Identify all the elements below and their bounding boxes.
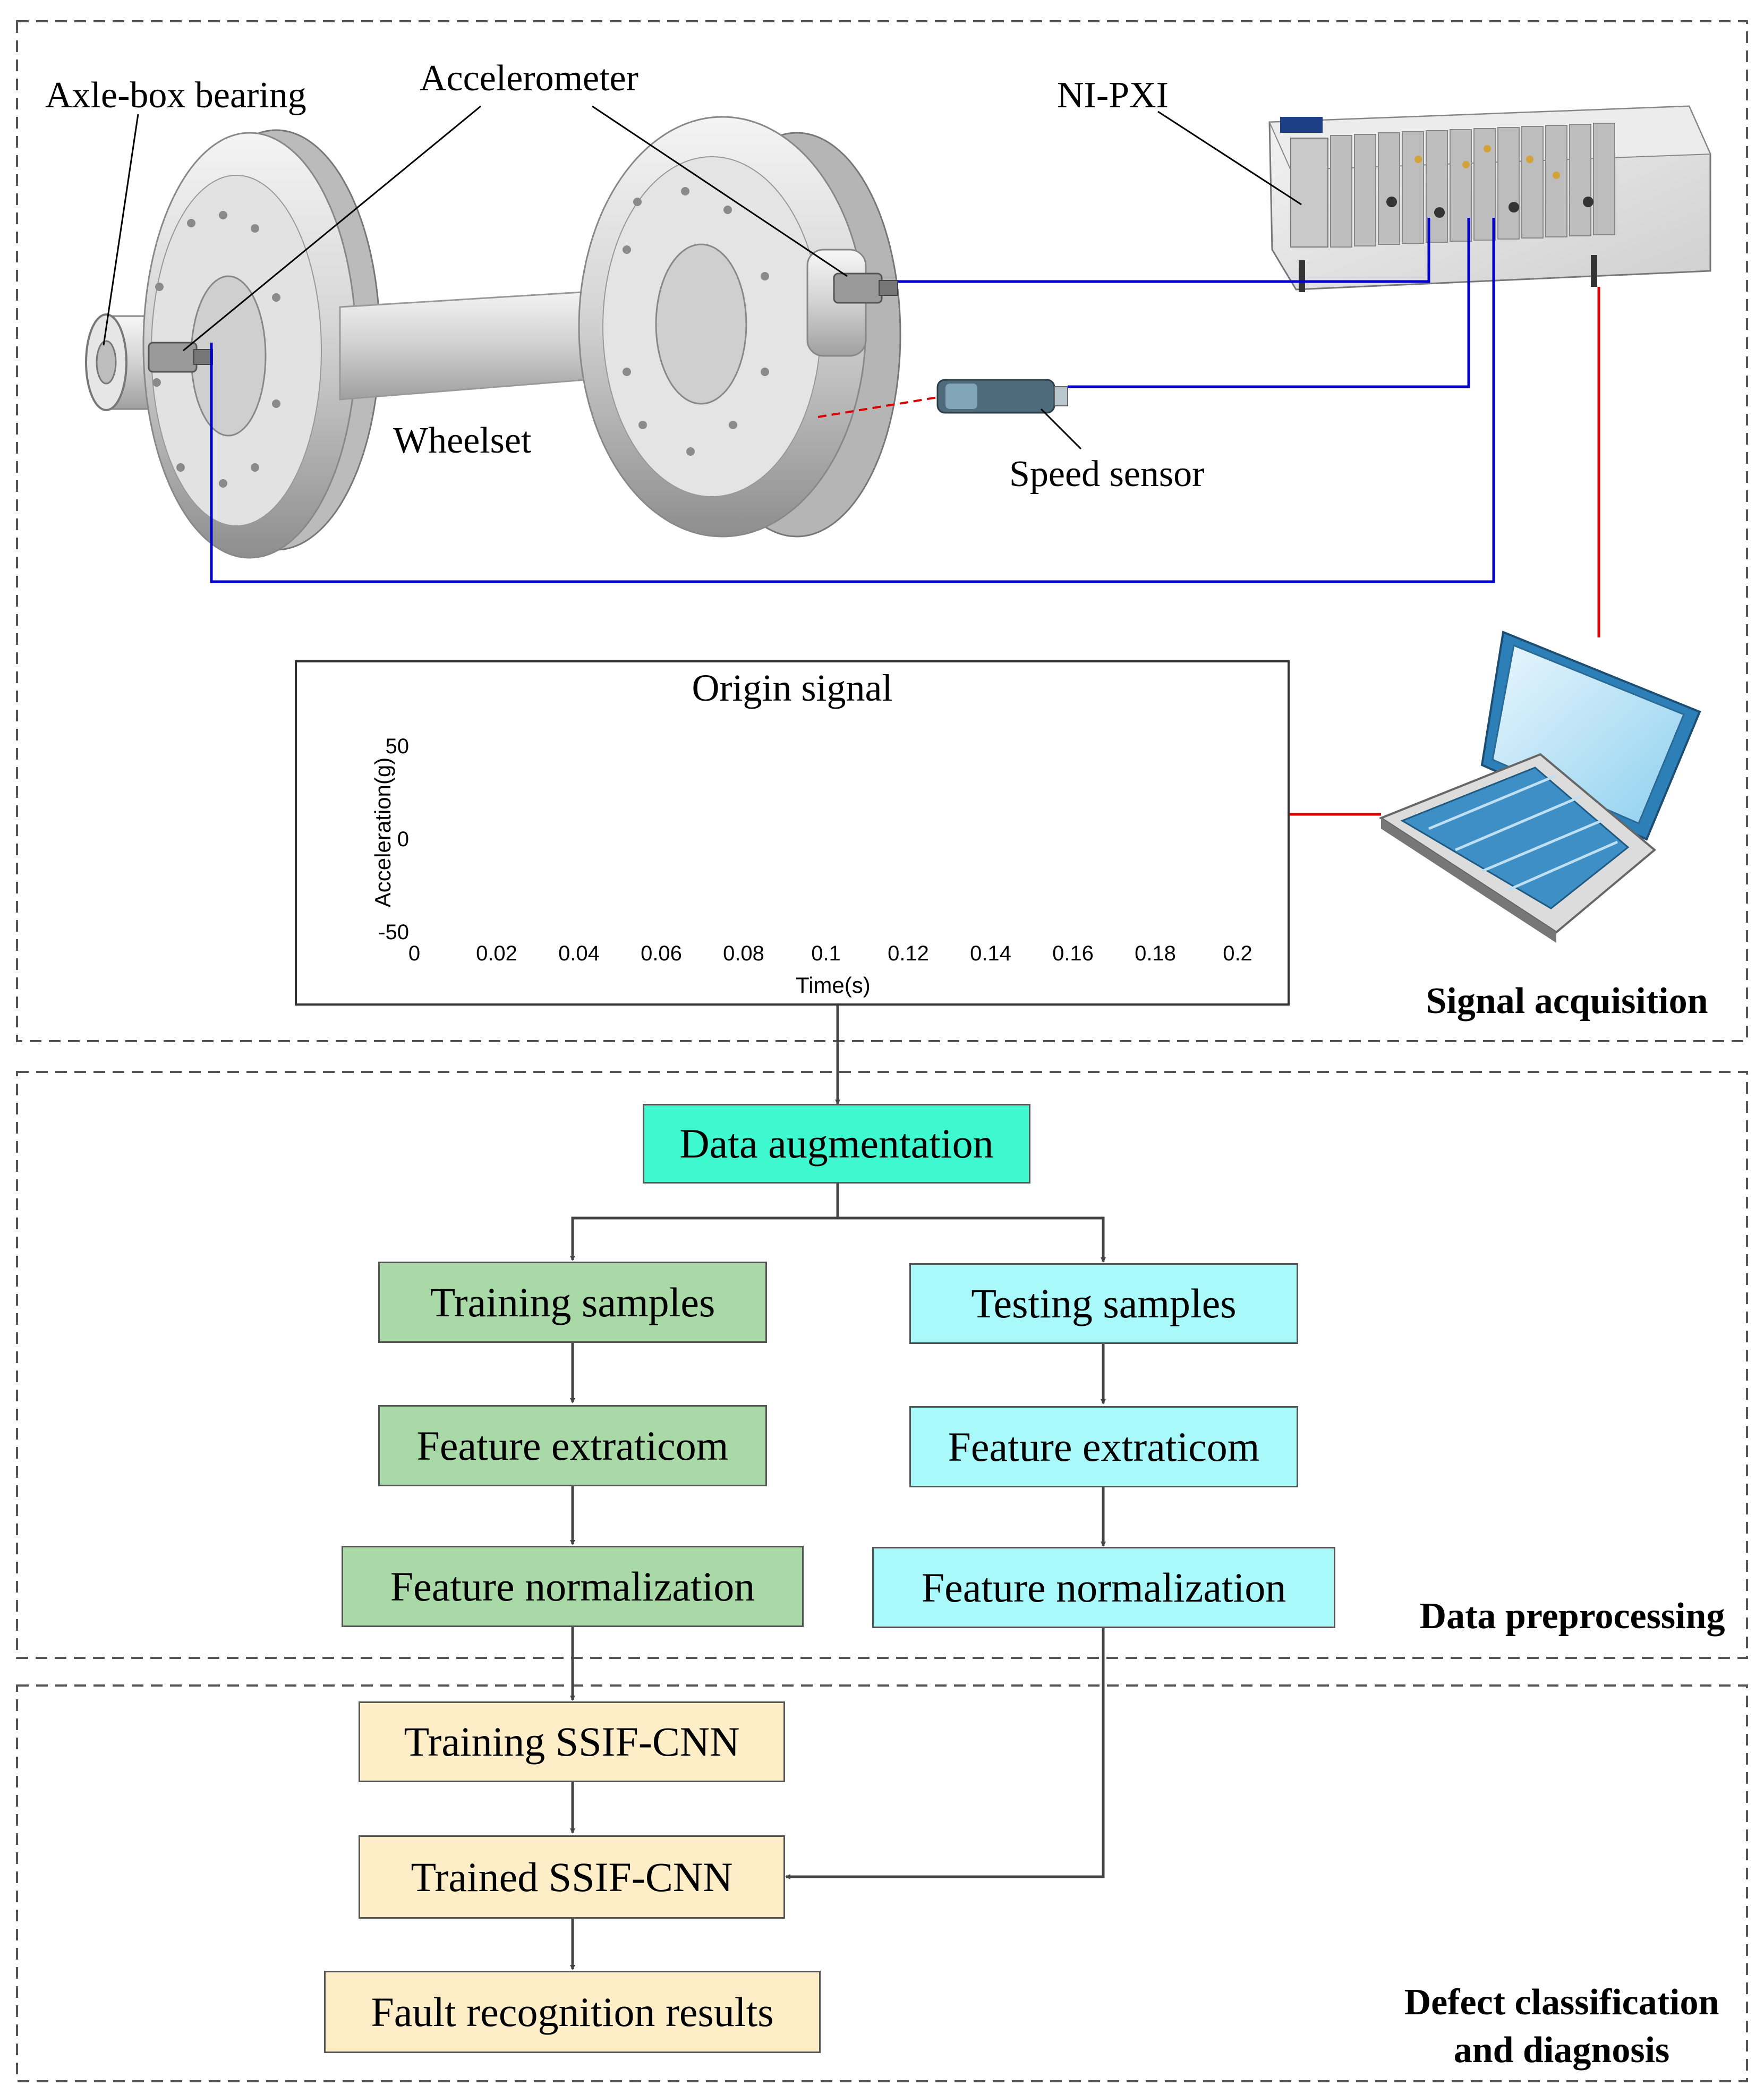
x-tick-label: 0.14 <box>970 942 1011 965</box>
x-tick-label: 0.06 <box>641 942 682 965</box>
ni-pxi-label: NI-PXI <box>1057 75 1169 116</box>
fault-recognition-results-box: Fault recognition results <box>324 1971 821 2053</box>
x-tick-label: 0.08 <box>723 942 764 965</box>
defect-classification-title-line1: Defect classification <box>1404 1982 1719 2023</box>
x-tick-label: 0.2 <box>1223 942 1252 965</box>
data-augmentation-box: Data augmentation <box>643 1104 1030 1184</box>
x-tick-label: 0.16 <box>1052 942 1094 965</box>
axle-box-bearing-label: Axle-box bearing <box>45 75 306 116</box>
origin-signal-panel <box>295 660 1290 1006</box>
leader-lines <box>103 105 1302 450</box>
training-samples-box: Training samples <box>378 1262 767 1343</box>
training-ssif-cnn-box: Training SSIF-CNN <box>359 1701 785 1782</box>
x-tick-label: 0.12 <box>888 942 929 965</box>
data-preprocessing-title: Data preprocessing <box>1419 1596 1725 1637</box>
feature-extraction-test-box: Feature extraticom <box>909 1406 1298 1487</box>
y-tick-label: 50 <box>385 735 410 758</box>
signal-acquisition-frame <box>16 20 1748 1042</box>
accelerometer-right-icon <box>833 273 898 304</box>
plot-title: Origin signal <box>692 667 893 709</box>
signal-acquisition-title: Signal acquisition <box>1426 981 1708 1022</box>
feature-normalization-test-box: Feature normalization <box>872 1547 1335 1628</box>
y-tick-label: 0 <box>397 828 409 851</box>
trained-ssif-cnn-box: Trained SSIF-CNN <box>359 1835 785 1919</box>
wheelset-label: Wheelset <box>393 420 532 461</box>
wheelset-illustration <box>85 116 901 559</box>
x-tick-label: 0.18 <box>1135 942 1176 965</box>
accelerometer-label: Accelerometer <box>420 58 638 99</box>
x-tick-label: 0 <box>408 942 421 965</box>
defect-classification-title-line2: and diagnosis <box>1453 2030 1670 2071</box>
testing-samples-box: Testing samples <box>909 1263 1298 1344</box>
x-tick-label: 0.1 <box>811 942 841 965</box>
x-tick-label: 0.04 <box>558 942 600 965</box>
ni-pxi-chassis-icon <box>1268 105 1711 292</box>
speed-sensor-label: Speed sensor <box>1009 454 1205 495</box>
defect-classification-frame <box>16 1684 1748 2082</box>
x-tick-label: 0.02 <box>476 942 517 965</box>
y-tick-label: -50 <box>378 921 409 944</box>
speed-sensor-icon <box>936 379 1068 414</box>
x-axis-label: Time(s) <box>796 973 871 998</box>
feature-extraction-train-box: Feature extraticom <box>378 1405 767 1486</box>
speed-trigger-line <box>817 396 938 418</box>
flow-connectors <box>570 1006 1106 1970</box>
signal-wires <box>210 218 1495 583</box>
y-axis-label: Acceleration(g) <box>370 757 396 908</box>
data-preprocessing-frame <box>16 1071 1748 1659</box>
laptop-icon <box>1378 631 1701 943</box>
feature-normalization-train-box: Feature normalization <box>342 1546 804 1627</box>
